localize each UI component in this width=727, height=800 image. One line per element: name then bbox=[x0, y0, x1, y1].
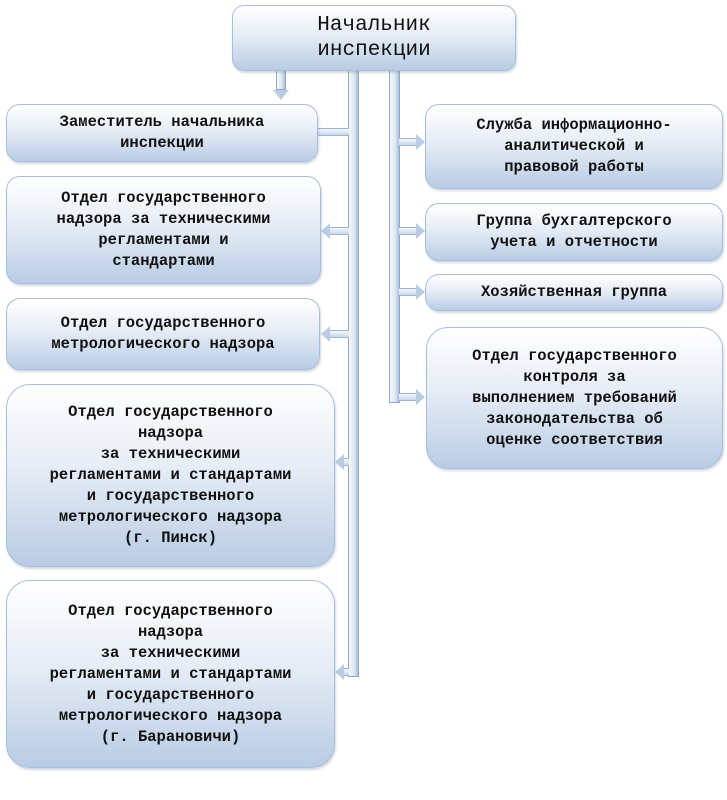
arrow-down-icon bbox=[273, 90, 289, 100]
connector-down bbox=[276, 70, 286, 90]
connector-right-1 bbox=[399, 138, 417, 146]
arrow-left-icon bbox=[321, 223, 330, 239]
accounting-group-box: Группа бухгалтерского учета и отчетности bbox=[425, 203, 723, 261]
arrow-right-icon bbox=[416, 389, 425, 405]
connector-trunk-left bbox=[348, 70, 359, 677]
connector-left-2 bbox=[330, 330, 349, 338]
conformity-control-dept-box: Отдел государственного контроля за выпол… bbox=[426, 327, 723, 469]
arrow-left-icon bbox=[335, 664, 344, 680]
connector-right-2 bbox=[399, 227, 417, 235]
arrow-right-icon bbox=[416, 223, 425, 239]
head-box: Начальник инспекции bbox=[232, 5, 516, 71]
connector-deputy bbox=[318, 128, 349, 136]
info-legal-service-box: Служба информационно- аналитической и пр… bbox=[425, 104, 723, 189]
connector-trunk-right bbox=[389, 70, 400, 403]
tech-regulation-dept-box: Отдел государственного надзора за технич… bbox=[6, 176, 321, 284]
arrow-left-icon bbox=[321, 326, 330, 342]
household-group-box: Хозяйственная группа bbox=[425, 274, 723, 311]
connector-left-1 bbox=[330, 227, 349, 235]
arrow-right-icon bbox=[416, 134, 425, 150]
deputy-box: Заместитель начальника инспекции bbox=[6, 104, 318, 162]
connector-left-3 bbox=[344, 458, 349, 466]
connector-left-4 bbox=[344, 668, 349, 676]
connector-right-4 bbox=[399, 393, 417, 401]
baranovichi-dept-box: Отдел государственного надзора за технич… bbox=[6, 580, 335, 768]
arrow-left-icon bbox=[335, 454, 344, 470]
connector-right-3 bbox=[399, 288, 417, 296]
metrology-dept-box: Отдел государственного метрологического … bbox=[6, 298, 320, 370]
arrow-right-icon bbox=[416, 284, 425, 300]
pinsk-dept-box: Отдел государственного надзора за технич… bbox=[6, 384, 335, 567]
